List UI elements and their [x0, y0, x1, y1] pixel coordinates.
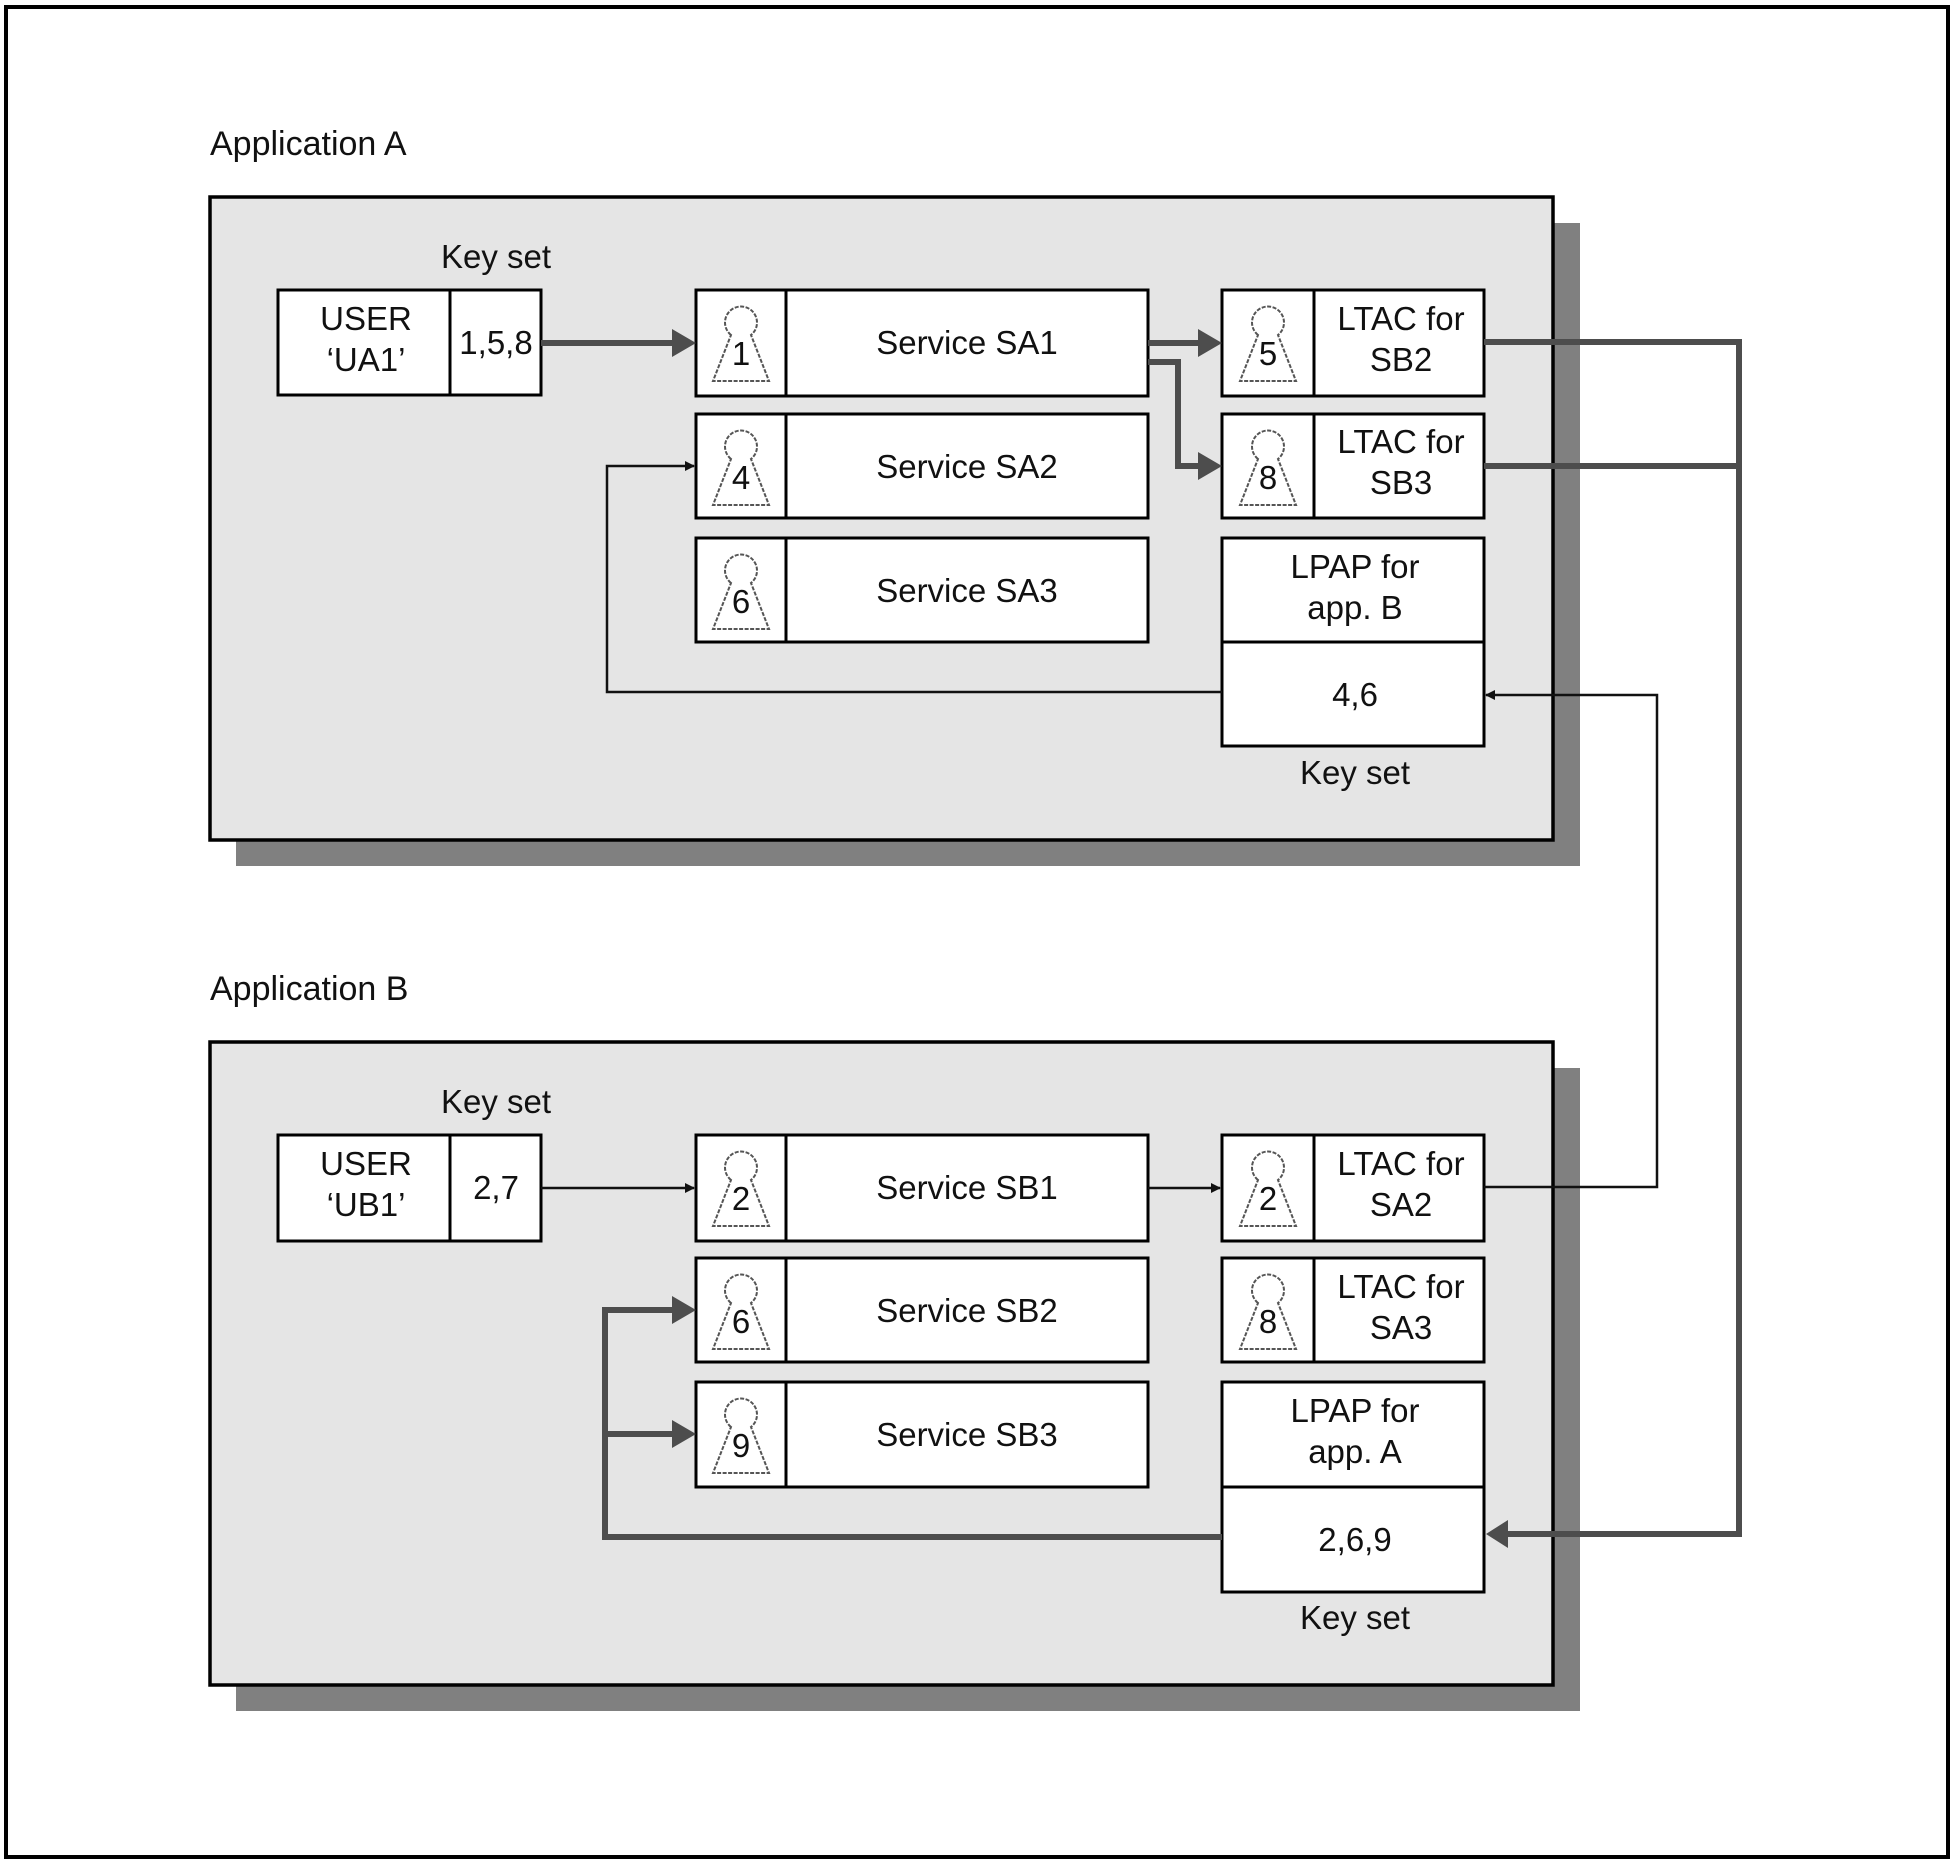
- arrowhead: [1486, 1520, 1508, 1548]
- app-a-user-keyset-label: Key set: [441, 238, 551, 275]
- lock-number: 5: [1259, 335, 1277, 372]
- lock-number: 9: [732, 1427, 750, 1464]
- arrow-ltac-sb2-to-lpap-a: [1484, 339, 1742, 1537]
- connectors: [541, 329, 1742, 1548]
- lock-number: 4: [732, 459, 750, 496]
- app-b-lpap-keyset-label: Key set: [1300, 1599, 1410, 1636]
- app-a-title: Application A: [210, 125, 407, 163]
- app-b-service-sb1[interactable]: 2 Service SB1: [694, 1133, 1150, 1243]
- user-keyset: 2,7: [473, 1169, 519, 1206]
- lock-number: 2: [1259, 1180, 1277, 1217]
- lock-icon: [711, 1273, 771, 1350]
- service-label: Service SA3: [876, 572, 1058, 609]
- lpap-line2: app. A: [1308, 1433, 1402, 1470]
- ltac-line2: SA2: [1370, 1186, 1432, 1223]
- app-b-user-keyset-label: Key set: [441, 1083, 551, 1120]
- service-label: Service SA2: [876, 448, 1058, 485]
- app-b-service-sb2[interactable]: 6 Service SB2: [694, 1256, 1150, 1364]
- lpap-line2: app. B: [1307, 589, 1402, 626]
- ltac-line1: LTAC for: [1337, 423, 1464, 460]
- user-line1: USER: [320, 1145, 412, 1182]
- lock-icon: [711, 429, 771, 506]
- lpap-line1: LPAP for: [1290, 548, 1419, 585]
- lock-number: 6: [732, 583, 750, 620]
- user-line2: ‘UB1’: [327, 1186, 406, 1223]
- lpap-keyset: 2,6,9: [1318, 1521, 1391, 1558]
- arrow-lpap-b-to-sa2: [605, 461, 1222, 694]
- lpap-keyset: 4,6: [1332, 676, 1378, 713]
- app-a-service-sa3[interactable]: 6 Service SA3: [694, 536, 1150, 644]
- service-label: Service SB2: [876, 1292, 1058, 1329]
- lock-icon: [711, 553, 771, 630]
- lock-icon: [711, 1397, 771, 1474]
- app-a-ltac-sb3[interactable]: 8 LTAC for SB3: [1220, 412, 1486, 520]
- ltac-line2: SB2: [1370, 341, 1432, 378]
- ltac-line1: LTAC for: [1337, 300, 1464, 337]
- app-a-service-sa2[interactable]: 4 Service SA2: [694, 412, 1150, 520]
- service-frame: [694, 536, 1150, 644]
- user-line1: USER: [320, 300, 412, 337]
- service-label: Service SB1: [876, 1169, 1058, 1206]
- app-b-ltac-sa2[interactable]: 2 LTAC for SA2: [1220, 1133, 1486, 1243]
- lock-icon: [1238, 1273, 1298, 1350]
- app-b-service-sb3[interactable]: 9 Service SB3: [694, 1380, 1150, 1489]
- lock-number: 6: [732, 1303, 750, 1340]
- user-line2: ‘UA1’: [327, 341, 406, 378]
- arrowhead: [672, 1420, 696, 1448]
- arrowhead: [1198, 452, 1222, 480]
- arrowhead: [672, 1296, 696, 1324]
- app-b-lpap-app-a[interactable]: LPAP for app. A 2,6,9: [1220, 1380, 1486, 1594]
- lock-number: 2: [732, 1180, 750, 1217]
- arrow-lpap-a-to-sb2: [602, 1307, 1222, 1540]
- app-a-user-box[interactable]: USER ‘UA1’ 1,5,8: [276, 288, 543, 397]
- user-keyset: 1,5,8: [459, 324, 532, 361]
- application-b: Application B Key set USER ‘UB1’ 2,7 2 S…: [208, 970, 1580, 1711]
- app-a-ltac-sb2[interactable]: 5 LTAC for SB2: [1220, 288, 1486, 398]
- arrowhead: [672, 329, 696, 357]
- lock-icon: [1238, 305, 1298, 382]
- ltac-line2: SB3: [1370, 464, 1432, 501]
- app-b-title: Application B: [210, 970, 408, 1008]
- lock-number: 8: [1259, 459, 1277, 496]
- ltac-line1: LTAC for: [1337, 1145, 1464, 1182]
- lock-icon: [711, 1150, 771, 1227]
- service-frame: [694, 412, 1150, 520]
- lock-icon: [1238, 1150, 1298, 1227]
- lpap-line1: LPAP for: [1290, 1392, 1419, 1429]
- lock-number: 8: [1259, 1303, 1277, 1340]
- user-box-frame: [276, 288, 543, 397]
- ltac-line2: SA3: [1370, 1309, 1432, 1346]
- arrow-ltac-sa2-to-lpap-b: [1484, 690, 1659, 1189]
- ltac-line1: LTAC for: [1337, 1268, 1464, 1305]
- app-a-lpap-app-b[interactable]: LPAP for app. B 4,6: [1220, 536, 1486, 748]
- app-b-ltac-sa3[interactable]: 8 LTAC for SA3: [1220, 1256, 1486, 1364]
- lock-number: 1: [732, 335, 750, 372]
- service-label: Service SB3: [876, 1416, 1058, 1453]
- arrow-sa1-to-ltac-sb3: [1148, 359, 1202, 469]
- lock-icon: [1238, 429, 1298, 506]
- app-b-user-box[interactable]: USER ‘UB1’ 2,7: [276, 1133, 543, 1243]
- app-a-lpap-keyset-label: Key set: [1300, 754, 1410, 791]
- service-label: Service SA1: [876, 324, 1058, 361]
- application-a: Application A Key set USER ‘UA1’ 1,5,8 1…: [208, 125, 1580, 866]
- service-frame: [694, 1380, 1150, 1489]
- arrowhead: [1198, 329, 1222, 357]
- user-box-frame: [276, 1133, 543, 1243]
- lock-icon: [711, 305, 771, 382]
- app-a-service-sa1[interactable]: 1 Service SA1: [694, 288, 1150, 398]
